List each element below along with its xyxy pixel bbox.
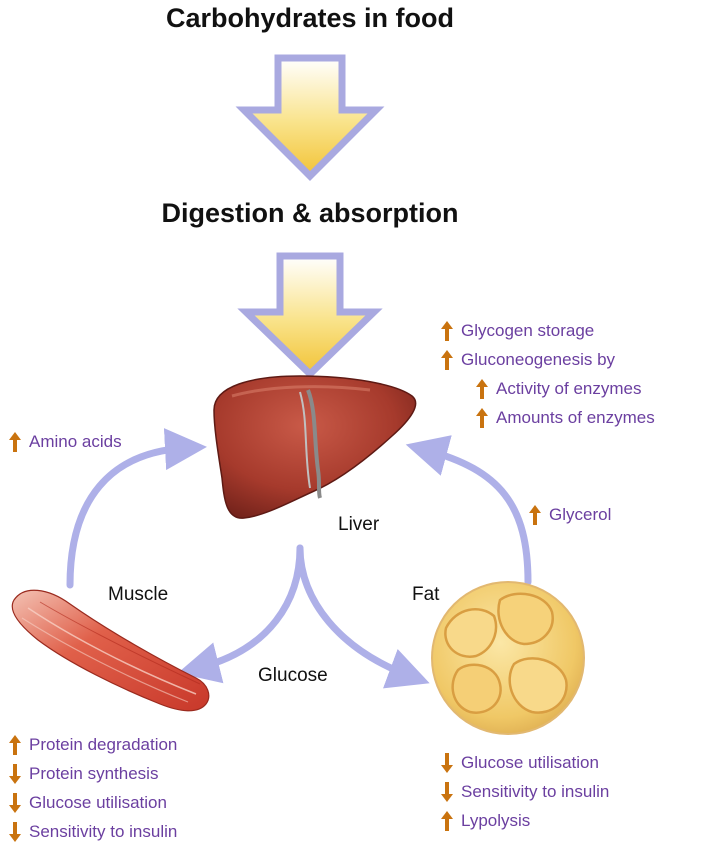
fat-illustration bbox=[431, 581, 585, 735]
glycerol-item: Glycerol bbox=[528, 500, 611, 529]
down-arrow-icon bbox=[441, 781, 453, 802]
block-arrow-2 bbox=[237, 252, 383, 379]
list-item-label: Protein degradation bbox=[29, 735, 178, 754]
list-item-label: Activity of enzymes bbox=[496, 379, 642, 398]
list-item-label: Sensitivity to insulin bbox=[461, 782, 610, 801]
list-item: Glycogen storage bbox=[440, 316, 655, 345]
list-item: Protein synthesis bbox=[8, 759, 177, 788]
list-item: Glucose utilisation bbox=[440, 748, 609, 777]
subtitle: Digestion & absorption bbox=[162, 198, 459, 228]
liver-effects-list: Glycogen storage Gluconeogenesis by Acti… bbox=[440, 316, 655, 432]
list-item: Lypolysis bbox=[440, 806, 609, 835]
list-item-label: Gluconeogenesis by bbox=[461, 350, 616, 369]
list-item-label: Glycogen storage bbox=[461, 321, 595, 340]
list-item: Glucose utilisation bbox=[8, 788, 177, 817]
list-item-label: Sensitivity to insulin bbox=[29, 822, 178, 841]
up-arrow-icon bbox=[441, 810, 453, 831]
list-item-label: Glycerol bbox=[549, 505, 612, 524]
down-arrow-icon bbox=[9, 821, 21, 842]
up-arrow-icon bbox=[441, 349, 453, 370]
glucose-to-muscle-arrow bbox=[177, 544, 304, 684]
liver-label: Liver bbox=[338, 514, 380, 535]
list-item: Glycerol bbox=[528, 500, 611, 529]
list-item: Protein degradation bbox=[8, 730, 177, 759]
up-arrow-icon bbox=[441, 320, 453, 341]
muscle-label: Muscle bbox=[108, 584, 168, 605]
list-item: Amino acids bbox=[8, 427, 122, 456]
up-arrow-icon bbox=[476, 407, 488, 428]
down-arrow-icon bbox=[441, 752, 453, 773]
list-item-label: Amounts of enzymes bbox=[496, 408, 655, 427]
down-arrow-icon bbox=[9, 792, 21, 813]
fat-effects-list: Glucose utilisation Sensitivity to insul… bbox=[440, 748, 609, 835]
fat-to-liver-arrow bbox=[405, 435, 532, 586]
list-item: Amounts of enzymes bbox=[440, 403, 655, 432]
list-item: Sensitivity to insulin bbox=[440, 777, 609, 806]
glucose-to-fat-arrow bbox=[296, 544, 430, 689]
liver-illustration bbox=[213, 375, 417, 519]
list-item: Sensitivity to insulin bbox=[8, 817, 177, 846]
muscle-illustration bbox=[11, 589, 210, 712]
amino-acids-item: Amino acids bbox=[8, 427, 122, 456]
muscle-effects-list: Protein degradation Protein synthesis Gl… bbox=[8, 730, 177, 846]
list-item-label: Protein synthesis bbox=[29, 764, 159, 783]
block-arrow-1 bbox=[235, 54, 385, 181]
up-arrow-icon bbox=[9, 734, 21, 755]
list-item: Gluconeogenesis by bbox=[440, 345, 655, 374]
up-arrow-icon bbox=[529, 504, 541, 525]
list-item-label: Glucose utilisation bbox=[29, 793, 167, 812]
fat-label: Fat bbox=[412, 584, 440, 605]
list-item: Activity of enzymes bbox=[440, 374, 655, 403]
up-arrow-icon bbox=[9, 431, 21, 452]
glucose-label: Glucose bbox=[258, 665, 328, 686]
page-title: Carbohydrates in food bbox=[166, 3, 454, 33]
down-arrow-icon bbox=[9, 763, 21, 784]
list-item-label: Amino acids bbox=[29, 432, 122, 451]
up-arrow-icon bbox=[476, 378, 488, 399]
list-item-label: Lypolysis bbox=[461, 811, 531, 830]
muscle-to-liver-arrow bbox=[66, 428, 207, 589]
list-item-label: Glucose utilisation bbox=[461, 753, 599, 772]
